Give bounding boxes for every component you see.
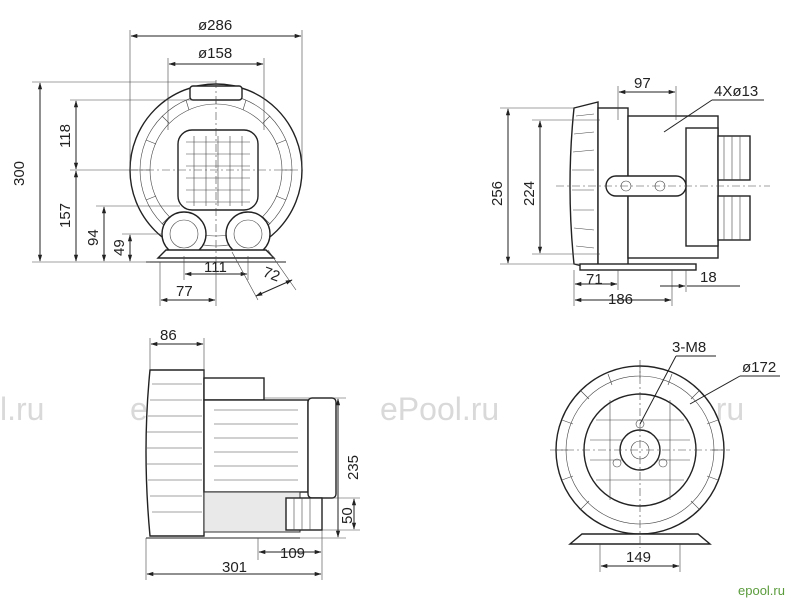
dim-overall-height: 256	[489, 181, 506, 206]
dim-port-offset: 77	[176, 283, 193, 300]
side-fan-upper	[717, 135, 751, 181]
dim-base-offset: 71	[586, 271, 603, 288]
bl-motor-cap	[307, 397, 337, 499]
bottom-left-dimensions: 86 235 50 109 301	[145, 327, 362, 580]
front-inlet-grid	[186, 136, 250, 206]
dim-height-235: 235	[345, 455, 362, 480]
bl-outlet-pipe	[285, 497, 323, 531]
dim-depth: 186	[608, 291, 633, 308]
brand-logo: epool.ru	[738, 583, 785, 598]
watermark-2: ePool.ru	[380, 391, 499, 427]
dim-total-height: 300	[11, 161, 28, 186]
bl-motor	[203, 399, 309, 493]
dim-outlet-size: 50	[339, 507, 356, 524]
dim-bolt-spacing: 97	[634, 75, 651, 92]
side-base-plate	[579, 263, 697, 271]
dim-mount-height: 224	[521, 181, 538, 206]
dim-base-height: 49	[111, 239, 128, 256]
front-view-dimensions: ø286 ø158 300 118 157 94 49 111 77 72	[11, 17, 303, 306]
watermark-partial: l.ru	[0, 391, 44, 427]
side-view-dimensions: 97 4Xø13 256 224 71 186 18	[489, 75, 764, 308]
front-view	[129, 80, 303, 270]
dim-motor-offset: 18	[700, 269, 717, 286]
dim-outer-diameter: ø286	[198, 17, 232, 34]
dim-angle-width: 72	[261, 264, 282, 286]
side-fan-lower	[717, 195, 751, 241]
dim-overall-length: 301	[222, 559, 247, 576]
dim-mount-holes: 4Xø13	[714, 83, 758, 100]
dim-upper-height: 118	[57, 124, 74, 148]
bottom-right-view	[550, 360, 730, 548]
bl-terminal-box	[203, 377, 265, 401]
logo-text: epool.ru	[738, 583, 785, 598]
bottom-left-view	[145, 369, 337, 539]
dim-inlet-diameter: ø158	[198, 45, 232, 62]
side-motor-cap	[685, 127, 719, 247]
bottom-right-dimensions: 3-M8 ø172 149	[599, 339, 780, 572]
dim-thread-holes: 3-M8	[672, 339, 706, 356]
dim-port-spacing: 111	[204, 259, 227, 276]
dim-casing-depth: 86	[160, 327, 177, 344]
dim-lower-height: 157	[57, 203, 74, 228]
dim-outlet-offset: 109	[280, 545, 305, 562]
side-view	[556, 101, 770, 271]
dim-base-width: 149	[626, 549, 651, 566]
dim-rear-diameter: ø172	[742, 359, 776, 376]
bl-outlet-flange	[203, 491, 301, 533]
dim-port-height: 94	[85, 229, 102, 246]
bl-casing	[145, 369, 205, 537]
